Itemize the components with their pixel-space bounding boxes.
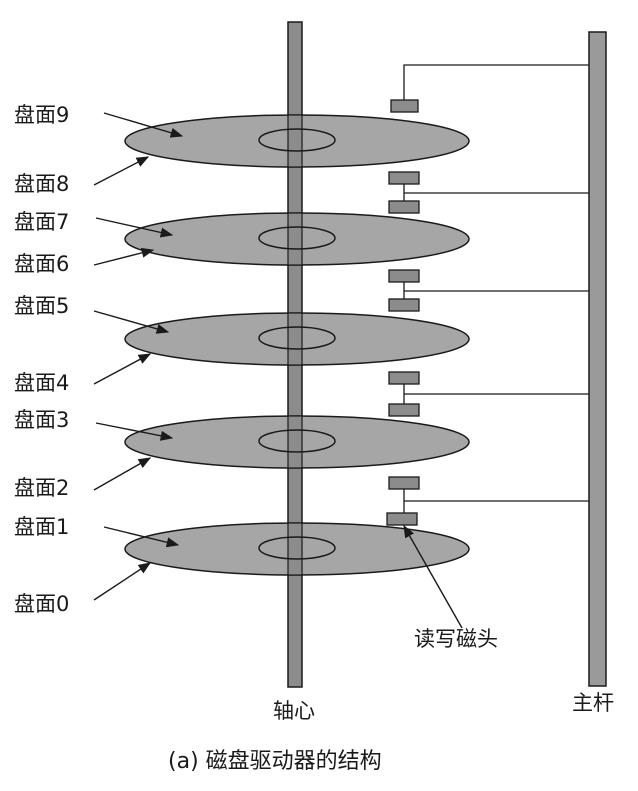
surface-label-6: 盘面6: [14, 252, 69, 276]
surface-arrow-9: [103, 112, 184, 138]
head-assembly-2: [388, 171, 589, 214]
surface-label-4: 盘面4: [14, 371, 69, 395]
surface-label-1: 盘面1: [14, 515, 69, 539]
surface-label-8: 盘面8: [14, 172, 69, 196]
surface-label-3: 盘面3: [14, 408, 69, 432]
surface-arrow-1: [103, 526, 180, 548]
surface-arrow-7: [95, 217, 174, 238]
head-assembly-1: [390, 64, 589, 113]
surface-arrow-8: [93, 156, 150, 186]
surface-label-7: 盘面7: [14, 210, 69, 234]
platter-5: [124, 114, 470, 168]
surface-label-2: 盘面2: [14, 476, 69, 500]
main-rod: [588, 31, 607, 687]
surface-label-0: 盘面0: [14, 592, 69, 616]
surface-arrow-4: [93, 353, 152, 385]
head-label: 读写磁头: [414, 627, 498, 651]
platter-2: [124, 415, 470, 469]
rod-label: 主杆: [572, 691, 614, 715]
surface-arrow-3: [95, 422, 174, 441]
spindle-label: 轴心: [273, 699, 315, 723]
head-assembly-4: [388, 371, 589, 417]
surface-arrow-0: [93, 562, 152, 601]
surface-label-9: 盘面9: [14, 103, 69, 127]
platter-1: [124, 522, 470, 576]
surface-arrow-6: [93, 247, 155, 266]
surface-arrow-2: [93, 457, 152, 491]
surface-label-5: 盘面5: [14, 294, 69, 318]
figure-caption: (a) 磁盘驱动器的结构: [168, 749, 382, 774]
surface-arrow-5: [93, 310, 170, 334]
head-assembly-3: [388, 269, 589, 312]
platter-4: [124, 212, 470, 266]
head-arrow: [403, 524, 463, 629]
head-assembly-5: [386, 476, 589, 526]
platter-3: [124, 312, 470, 366]
